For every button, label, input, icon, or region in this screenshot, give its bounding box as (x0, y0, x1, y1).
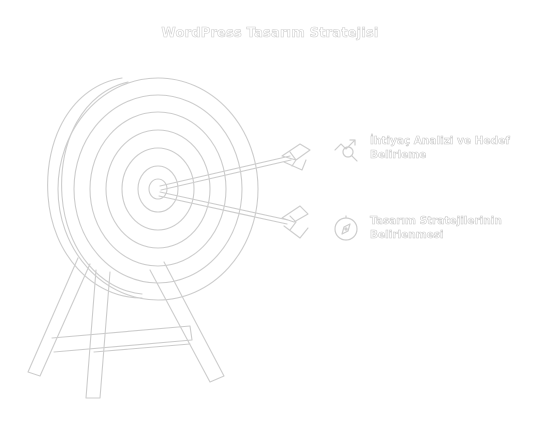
target-side-inner (61, 81, 143, 295)
list-item: Tasarım Stratejilerinin Belirlenmesi (332, 214, 530, 242)
target-side (47, 77, 143, 299)
compass-icon (334, 215, 358, 241)
diagram-title: WordPress Tasarım Stratejisi (161, 26, 379, 42)
arrow-lower (158, 191, 309, 239)
stand-legs (27, 257, 225, 399)
arrow-upper (159, 143, 311, 191)
item-label: Tasarım Stratejilerinin Belirlenmesi (370, 215, 502, 242)
chart-search-icon (334, 139, 358, 162)
item-label: İhtiyaç Analizi ve Hedef Belirleme (370, 135, 510, 162)
list-item: İhtiyaç Analizi ve Hedef Belirleme (332, 134, 530, 162)
target-rings (57, 77, 259, 301)
